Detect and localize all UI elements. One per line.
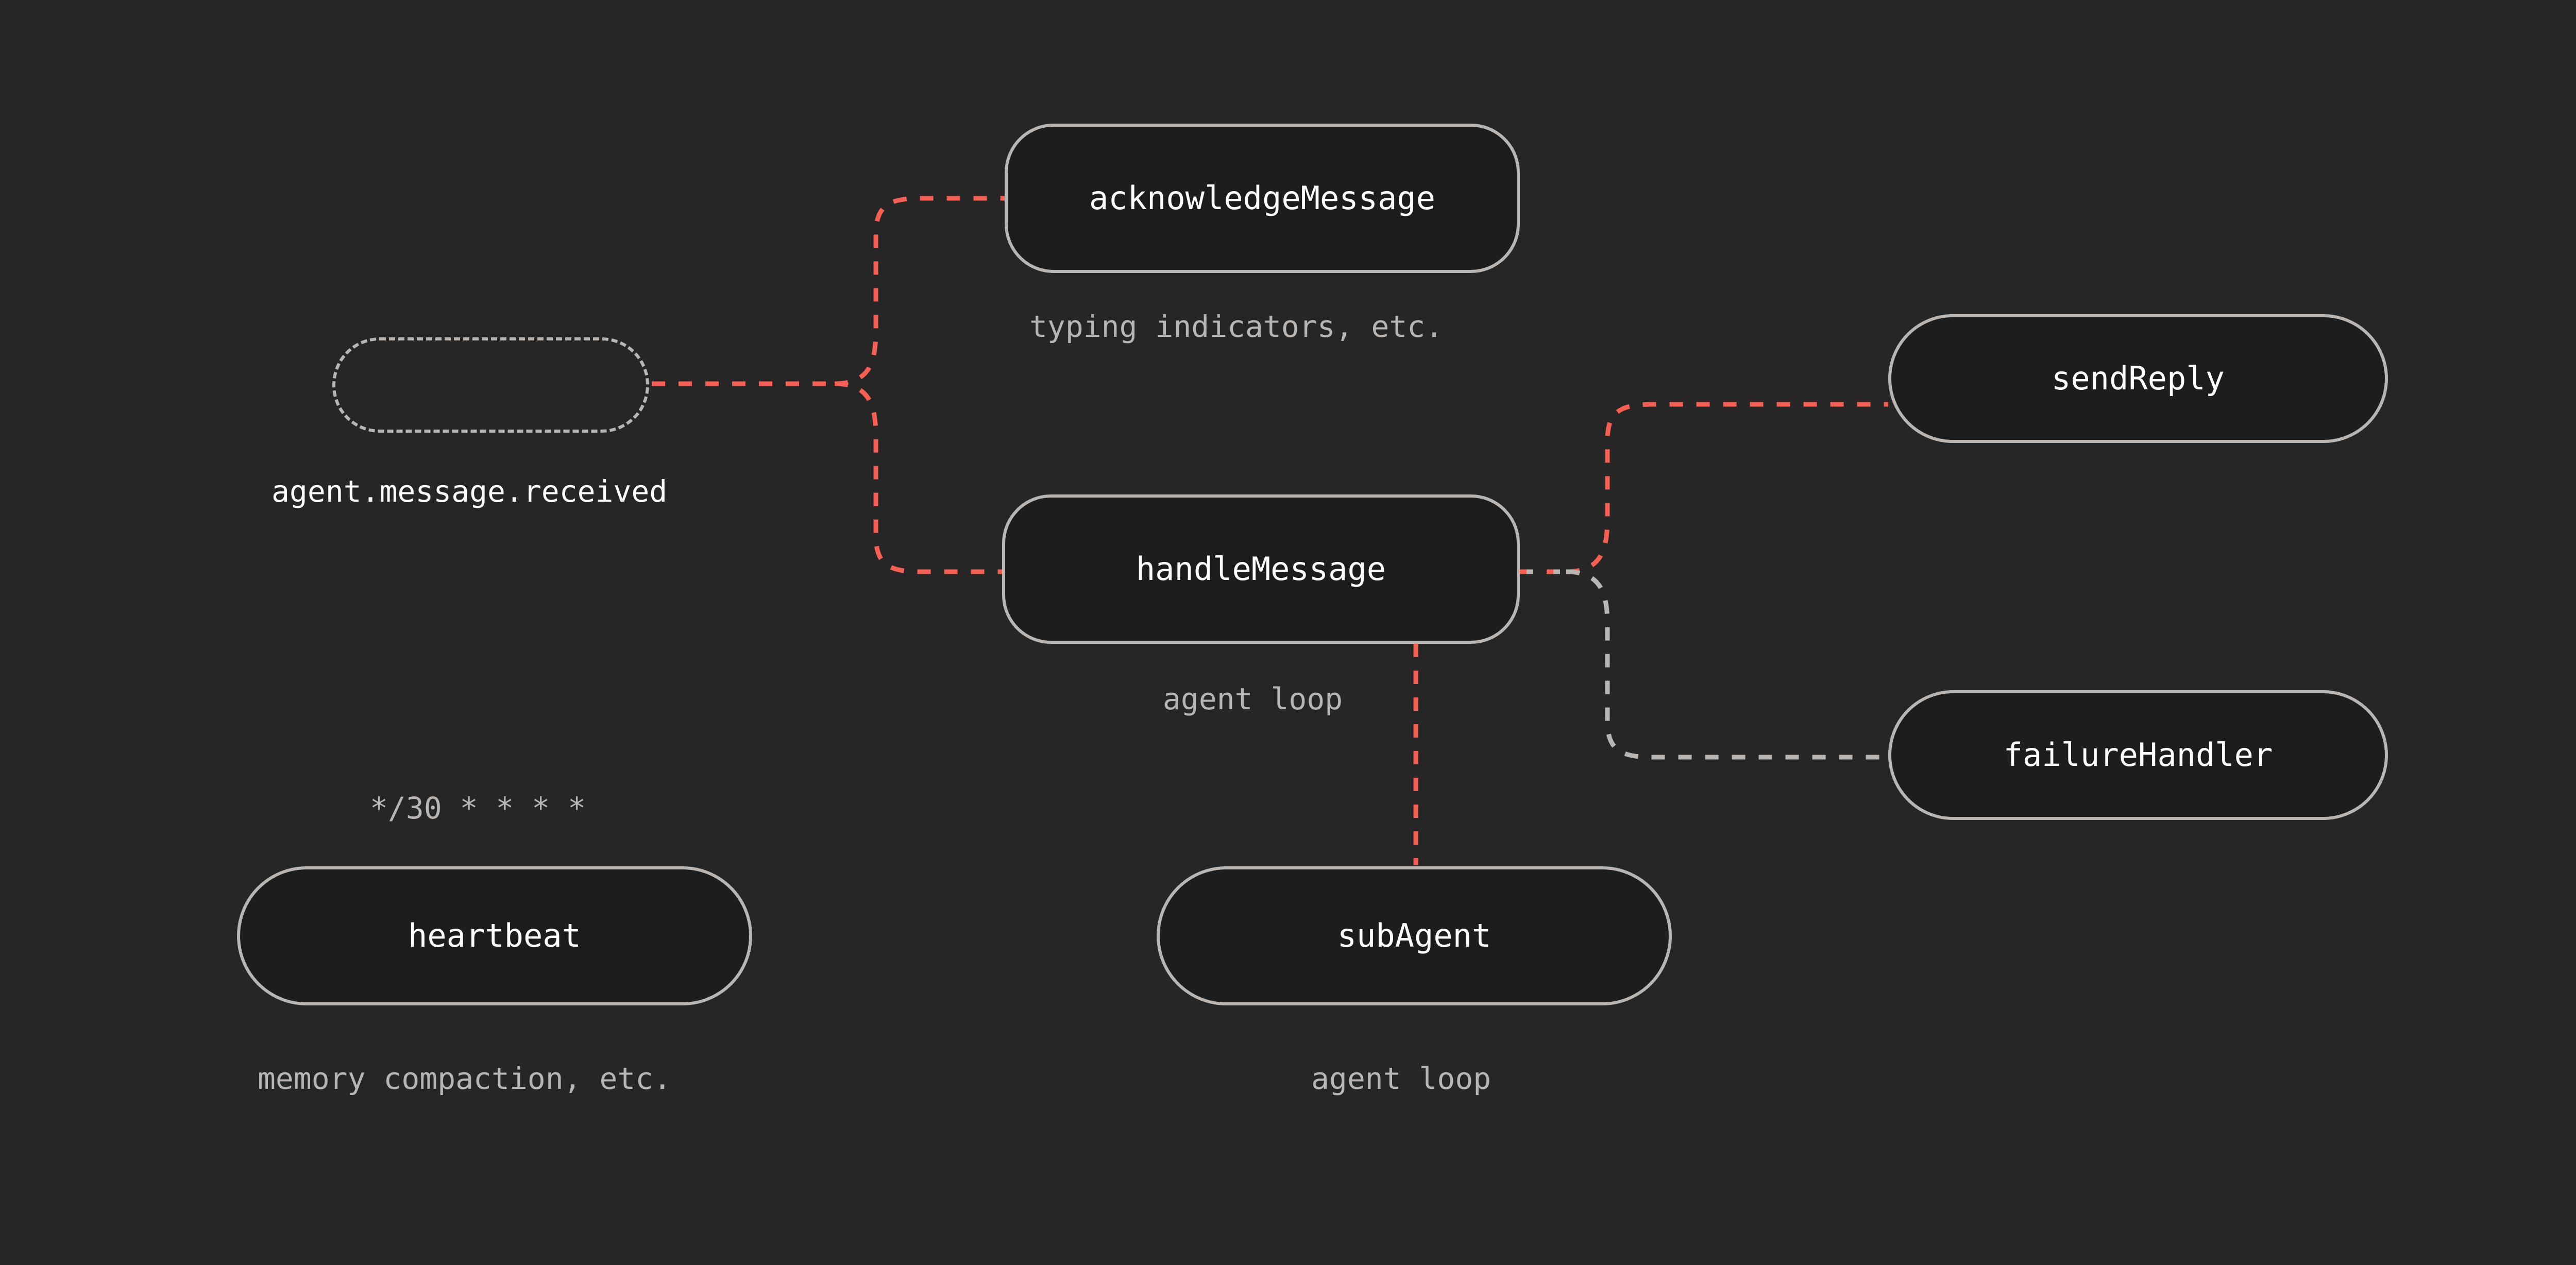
caption-handle-note: agent loop xyxy=(1163,681,1343,716)
edge-handle-to-send-reply xyxy=(1566,402,1888,574)
node-handle-message-label: handleMessage xyxy=(1136,550,1386,588)
caption-acknowledge-note: typing indicators, etc. xyxy=(1029,309,1444,344)
caption-heartbeat-cron: */30 * * * * xyxy=(370,791,586,826)
node-sub-agent-label: subAgent xyxy=(1337,917,1492,954)
edge-handle-to-failure xyxy=(1566,569,1888,760)
node-sub-agent[interactable]: subAgent xyxy=(1157,866,1672,1005)
node-acknowledge-message[interactable]: acknowledgeMessage xyxy=(1005,124,1520,273)
caption-heartbeat-note: memory compaction, etc. xyxy=(258,1061,672,1096)
edge-start-to-handle xyxy=(834,381,1002,574)
edge-start-to-acknowledge xyxy=(834,196,1005,386)
node-heartbeat-label: heartbeat xyxy=(408,917,581,954)
caption-start-event: agent.message.received xyxy=(272,474,668,509)
node-acknowledge-message-label: acknowledgeMessage xyxy=(1089,179,1435,217)
node-send-reply-label: sendReply xyxy=(2052,360,2225,397)
node-failure-handler-label: failureHandler xyxy=(2003,736,2273,774)
node-send-reply[interactable]: sendReply xyxy=(1888,314,2388,443)
node-start-event[interactable] xyxy=(332,337,649,433)
node-handle-message[interactable]: handleMessage xyxy=(1002,494,1520,644)
caption-sub-agent-note: agent loop xyxy=(1311,1061,1492,1096)
node-heartbeat[interactable]: heartbeat xyxy=(237,866,752,1005)
node-failure-handler[interactable]: failureHandler xyxy=(1888,690,2388,820)
